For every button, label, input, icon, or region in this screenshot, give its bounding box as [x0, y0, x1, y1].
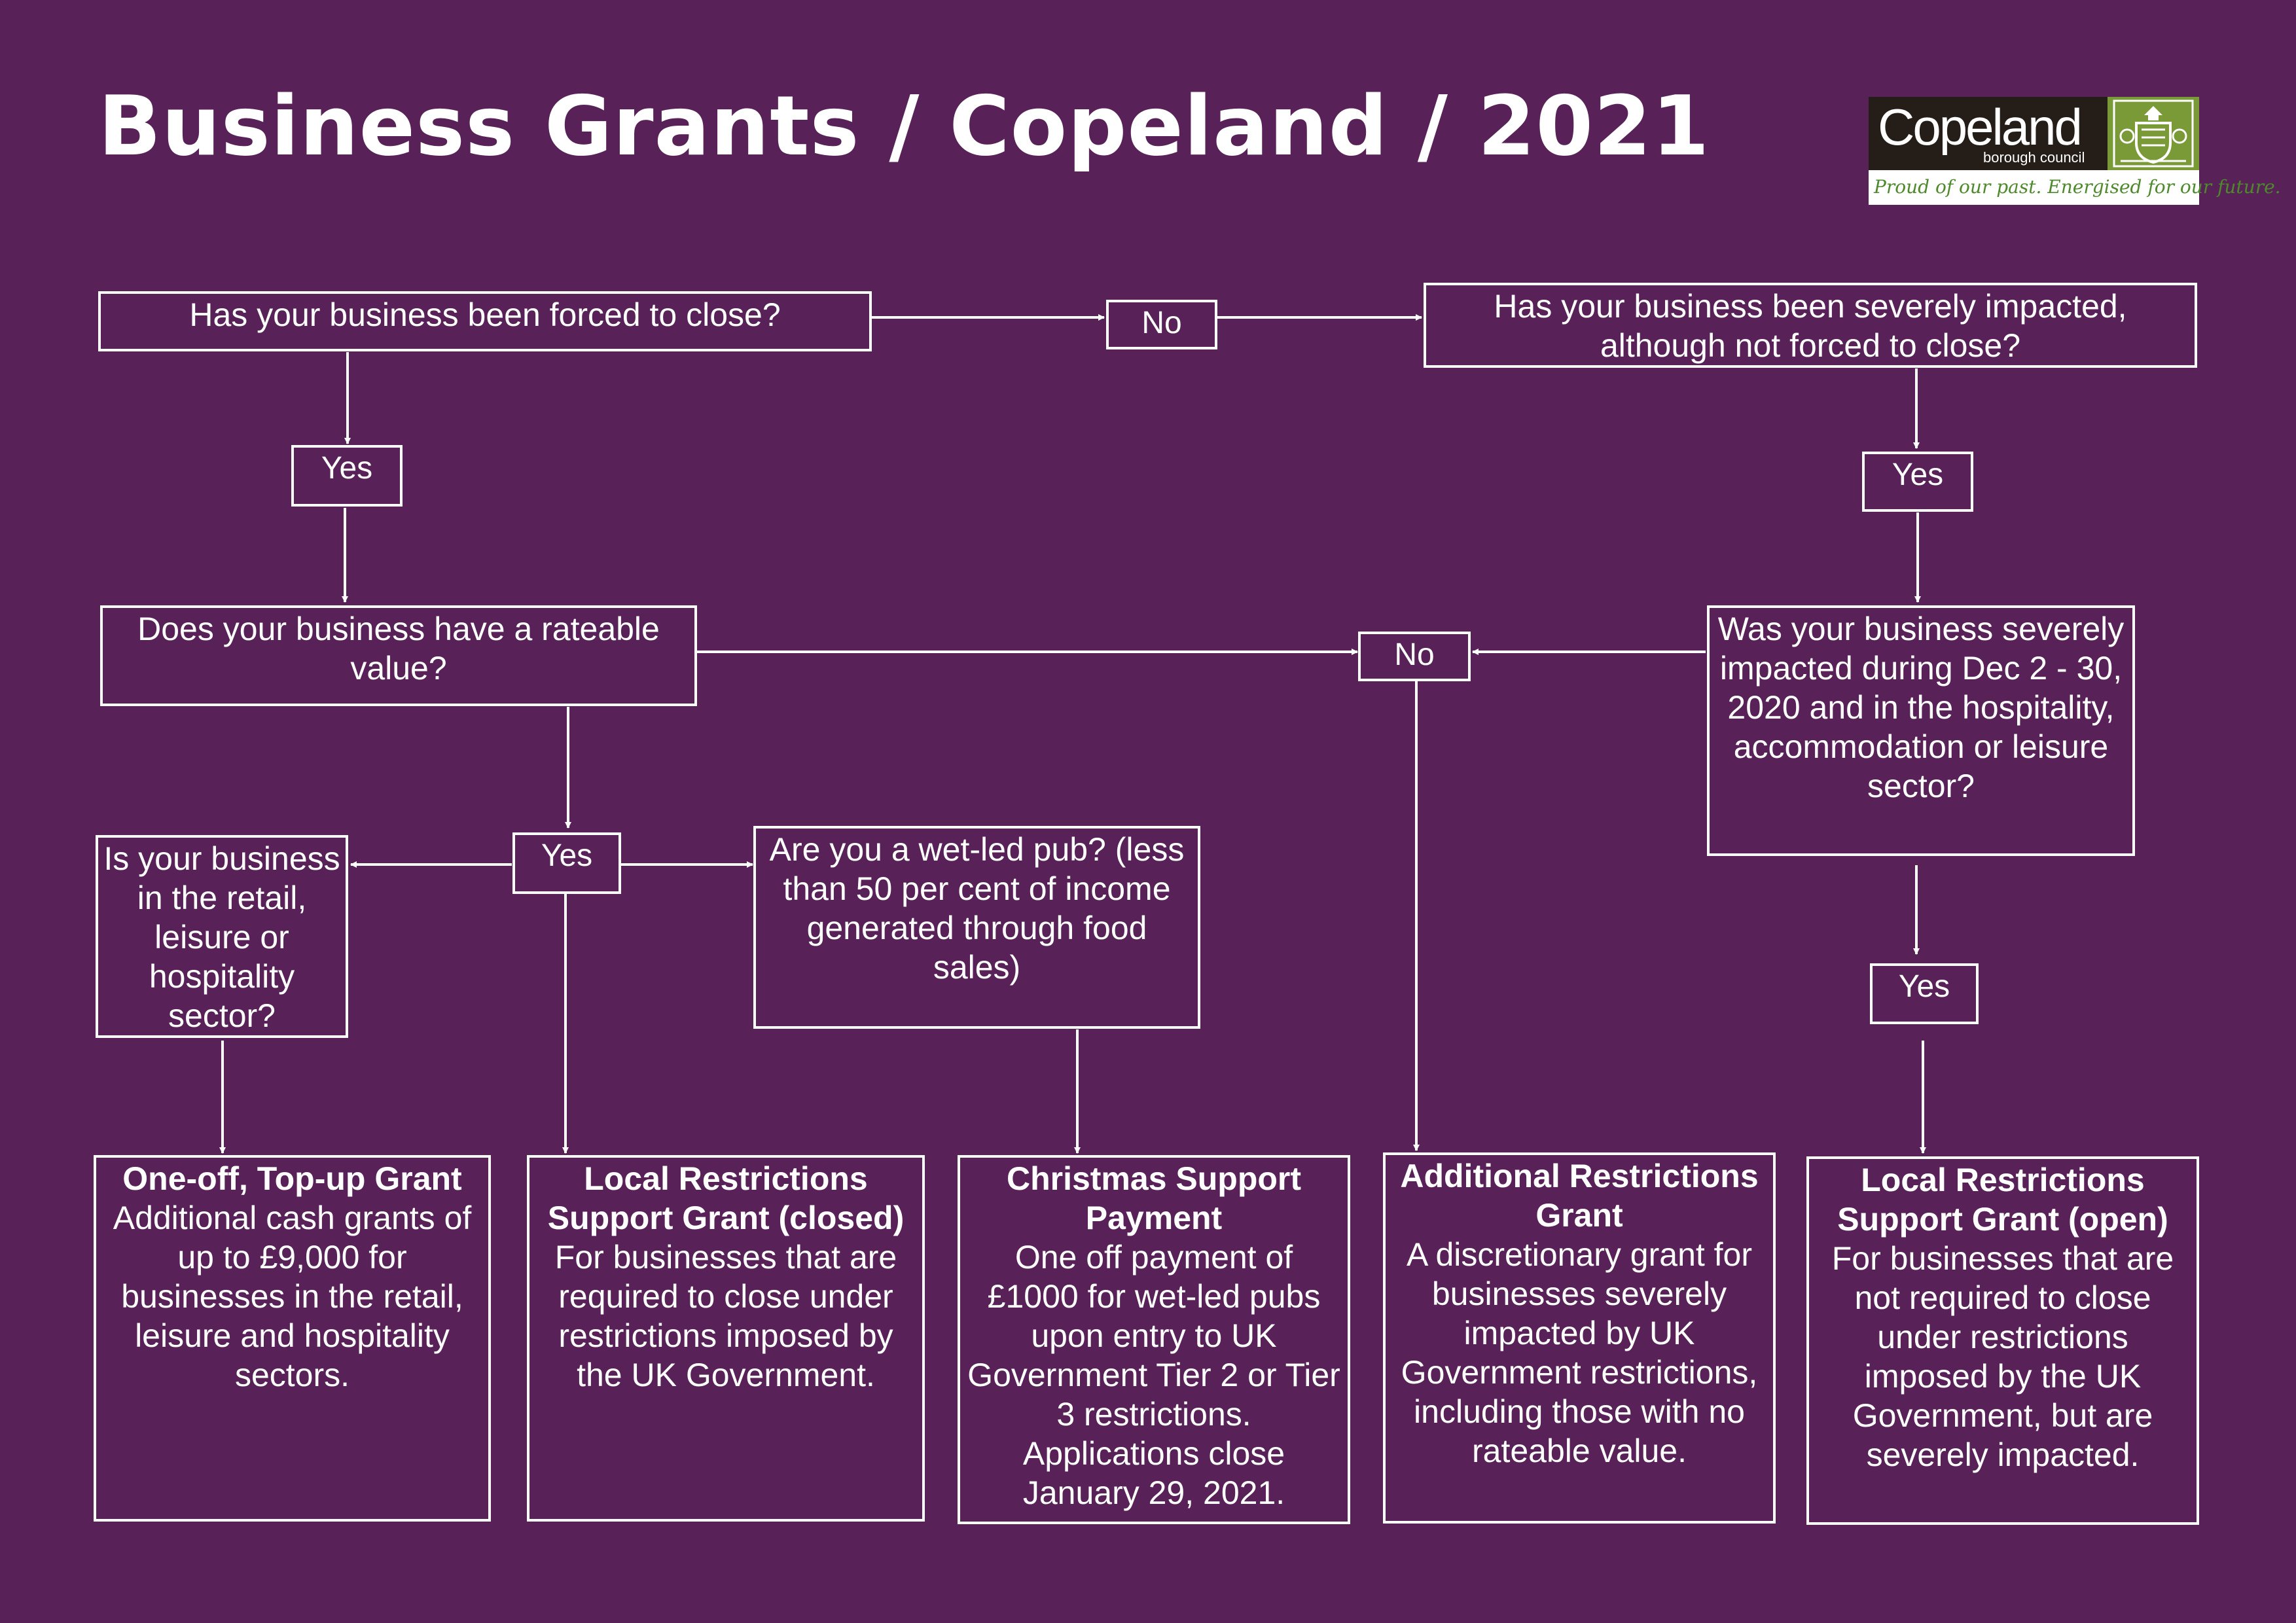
question-wet-led-pub-text: Are you a wet-led pub? (less than 50 per… [769, 831, 1185, 986]
question-december-impacted-text: Was your business severely impacted duri… [1717, 611, 2125, 804]
result-christmas-payment: Christmas Support Payment One off paymen… [958, 1155, 1350, 1524]
label-yes-right: Yes [1862, 452, 1973, 512]
question-retail-sector-text: Is your business in the retail, leisure … [103, 840, 340, 1034]
label-yes-right-lower-text: Yes [1898, 969, 1950, 1004]
label-no-middle: No [1358, 632, 1471, 681]
result-topup-grant: One-off, Top-up Grant Additional cash gr… [94, 1155, 491, 1522]
label-yes-middle: Yes [512, 832, 621, 894]
result-lrsg-closed: Local Restrictions Support Grant (closed… [527, 1155, 925, 1522]
label-yes-right-text: Yes [1892, 457, 1944, 492]
label-no-top-text: No [1141, 306, 1182, 340]
logo-name: Copeland [1878, 98, 2083, 156]
question-rateable-value-text: Does your business have a rateable value… [137, 611, 660, 687]
result-christmas-heading: Christmas Support Payment [1006, 1160, 1302, 1236]
result-lrsg-closed-body: For businesses that are required to clos… [554, 1239, 897, 1393]
logo-subtitle: borough council [1983, 149, 2085, 166]
label-yes-left-text: Yes [321, 451, 373, 486]
result-arg-body: A discretionary grant for businesses sev… [1401, 1236, 1758, 1469]
logo-tagline: Proud of our past. Energised for our fut… [1874, 176, 2281, 198]
label-yes-middle-text: Yes [541, 838, 593, 873]
question-severely-impacted-text: Has your business been severely impacted… [1494, 288, 2127, 364]
label-no-middle-text: No [1394, 637, 1435, 672]
label-no-top: No [1106, 300, 1217, 349]
question-wet-led-pub: Are you a wet-led pub? (less than 50 per… [753, 826, 1200, 1029]
question-forced-close: Has your business been forced to close? [98, 291, 872, 351]
result-topup-body: Additional cash grants of up to £9,000 f… [113, 1200, 472, 1393]
result-lrsg-open: Local Restrictions Support Grant (open) … [1806, 1156, 2199, 1525]
logo-tagline-strip: Proud of our past. Energised for our fut… [1869, 170, 2281, 205]
result-lrsg-open-body: For businesses that are not required to … [1831, 1240, 2174, 1473]
result-topup-heading: One-off, Top-up Grant [122, 1160, 462, 1197]
page-title: Business Grants / Copeland / 2021 [98, 78, 1710, 174]
copeland-logo: Copeland borough council Proud of our pa… [1869, 97, 2281, 205]
result-additional-restrictions: Additional Restrictions Grant A discreti… [1383, 1152, 1776, 1524]
result-lrsg-open-heading: Local Restrictions Support Grant (open) [1837, 1162, 2168, 1238]
label-yes-right-lower: Yes [1870, 963, 1979, 1024]
result-christmas-body: One off payment of £1000 for wet-led pub… [967, 1239, 1340, 1511]
label-yes-left: Yes [291, 445, 403, 507]
question-severely-impacted: Has your business been severely impacted… [1424, 283, 2197, 368]
coat-of-arms-icon [2108, 97, 2199, 170]
result-arg-heading: Additional Restrictions Grant [1400, 1158, 1759, 1234]
logo-wordmark-panel: Copeland borough council [1869, 97, 2108, 170]
question-december-impacted: Was your business severely impacted duri… [1707, 605, 2135, 856]
result-lrsg-closed-heading: Local Restrictions Support Grant (closed… [547, 1160, 905, 1236]
question-rateable-value: Does your business have a rateable value… [100, 605, 697, 706]
question-forced-close-text: Has your business been forced to close? [189, 296, 781, 333]
question-retail-sector: Is your business in the retail, leisure … [96, 835, 348, 1038]
